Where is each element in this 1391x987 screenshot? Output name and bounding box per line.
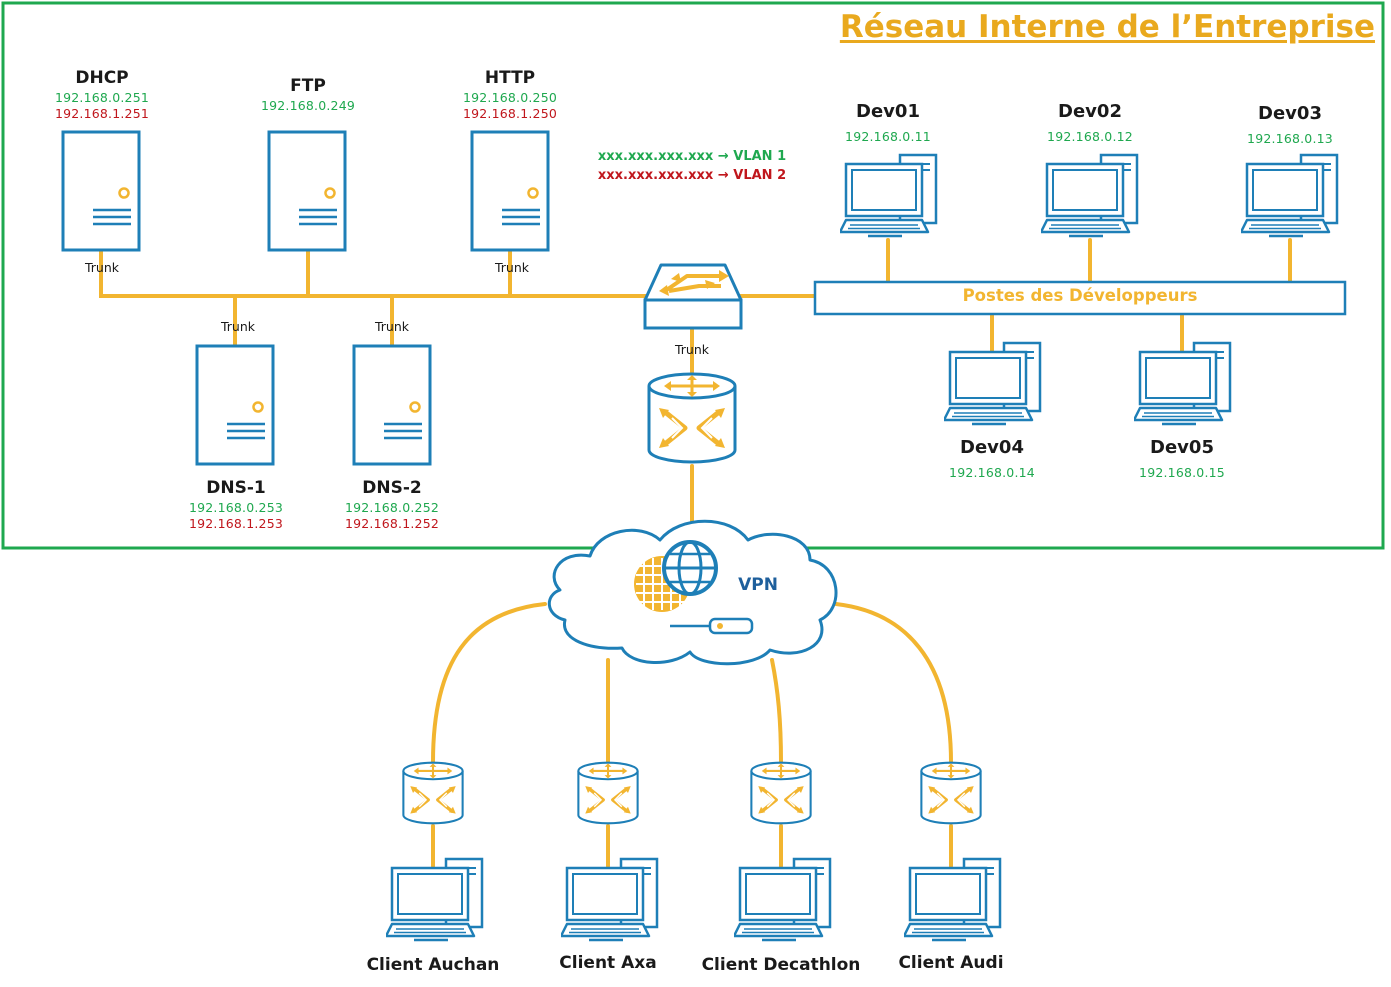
dev03-ip: 192.168.0.13 <box>1247 131 1333 146</box>
ftp-name: FTP <box>290 76 326 96</box>
legend-vlan1: xxx.xxx.xxx.xxx → VLAN 1 <box>597 149 787 164</box>
http-name: HTTP <box>484 68 536 88</box>
dhcp-server-icon <box>61 130 141 252</box>
dns2-trunk-label: Trunk <box>374 319 410 334</box>
dev01-ip: 192.168.0.11 <box>845 129 931 144</box>
vpn-label: VPN <box>738 575 778 595</box>
dhcp-trunk-label: Trunk <box>84 260 120 275</box>
client-auchan-name: Client Auchan <box>366 955 500 975</box>
dns2-server-icon <box>352 344 432 466</box>
dev05-name: Dev05 <box>1150 437 1214 458</box>
client-pc-icon-3 <box>904 857 1002 942</box>
dev01-name: Dev01 <box>856 101 920 122</box>
dns1-ip-vlan2: 192.168.1.253 <box>188 516 284 531</box>
switch-icon <box>643 263 743 330</box>
dev04-pc-icon <box>944 341 1042 426</box>
ftp-ip-vlan1: 192.168.0.249 <box>260 98 356 113</box>
dev01-pc-icon <box>840 153 938 238</box>
dev05-pc-icon <box>1134 341 1232 426</box>
dev03-pc-icon <box>1241 153 1339 238</box>
switch-trunk-label: Trunk <box>674 342 710 357</box>
dev-bar-label: Postes des Développeurs <box>962 286 1198 305</box>
dev02-name: Dev02 <box>1058 101 1122 122</box>
page-title: Réseau Interne de l’Entreprise <box>839 9 1375 45</box>
client-router-icon-3 <box>920 760 982 826</box>
client-router-icon-0 <box>402 760 464 826</box>
vpn-key-dot <box>717 623 723 629</box>
backbone-cable <box>99 248 652 298</box>
client-pc-icon-0 <box>386 857 484 942</box>
dns2-ip-vlan1: 192.168.0.252 <box>344 500 440 515</box>
vpn-auchan-cable <box>431 602 547 764</box>
dns1-server-icon <box>195 344 275 466</box>
dns1-ip-vlan1: 192.168.0.253 <box>188 500 284 515</box>
http-server-icon <box>470 130 550 252</box>
router-icon <box>649 374 735 462</box>
dns1-name: DNS-1 <box>206 478 266 498</box>
client-router-icon-2 <box>750 760 812 826</box>
http-trunk-label: Trunk <box>494 260 530 275</box>
http-ip-vlan2: 192.168.1.250 <box>462 106 558 121</box>
http-ip-vlan1: 192.168.0.250 <box>462 90 558 105</box>
vpn-audi-cable <box>834 602 953 764</box>
client-audi-name: Client Audi <box>898 953 1004 973</box>
dev05-ip: 192.168.0.15 <box>1139 465 1225 480</box>
dev-bar <box>813 280 1347 316</box>
client-axa-name: Client Axa <box>559 953 657 973</box>
dns2-name: DNS-2 <box>362 478 422 498</box>
dhcp-ip-vlan2: 192.168.1.251 <box>54 106 150 121</box>
dev04-name: Dev04 <box>960 437 1024 458</box>
dev02-pc-icon <box>1041 153 1139 238</box>
dev03-name: Dev03 <box>1258 103 1322 124</box>
legend-vlan2: xxx.xxx.xxx.xxx → VLAN 2 <box>597 168 787 183</box>
client-router-icon-1 <box>577 760 639 826</box>
dev02-ip: 192.168.0.12 <box>1047 129 1133 144</box>
vpn-key-body <box>708 617 754 635</box>
client-pc-icon-2 <box>734 857 832 942</box>
dns1-trunk-label: Trunk <box>220 319 256 334</box>
ftp-server-icon <box>267 130 347 252</box>
dns2-ip-vlan2: 192.168.1.252 <box>344 516 440 531</box>
dhcp-ip-vlan1: 192.168.0.251 <box>54 90 150 105</box>
vpn-decathlon-cable <box>770 658 783 764</box>
client-pc-icon-1 <box>561 857 659 942</box>
dev04-ip: 192.168.0.14 <box>949 465 1035 480</box>
dhcp-name: DHCP <box>75 68 129 88</box>
client-decathlon-name: Client Decathlon <box>701 955 861 975</box>
